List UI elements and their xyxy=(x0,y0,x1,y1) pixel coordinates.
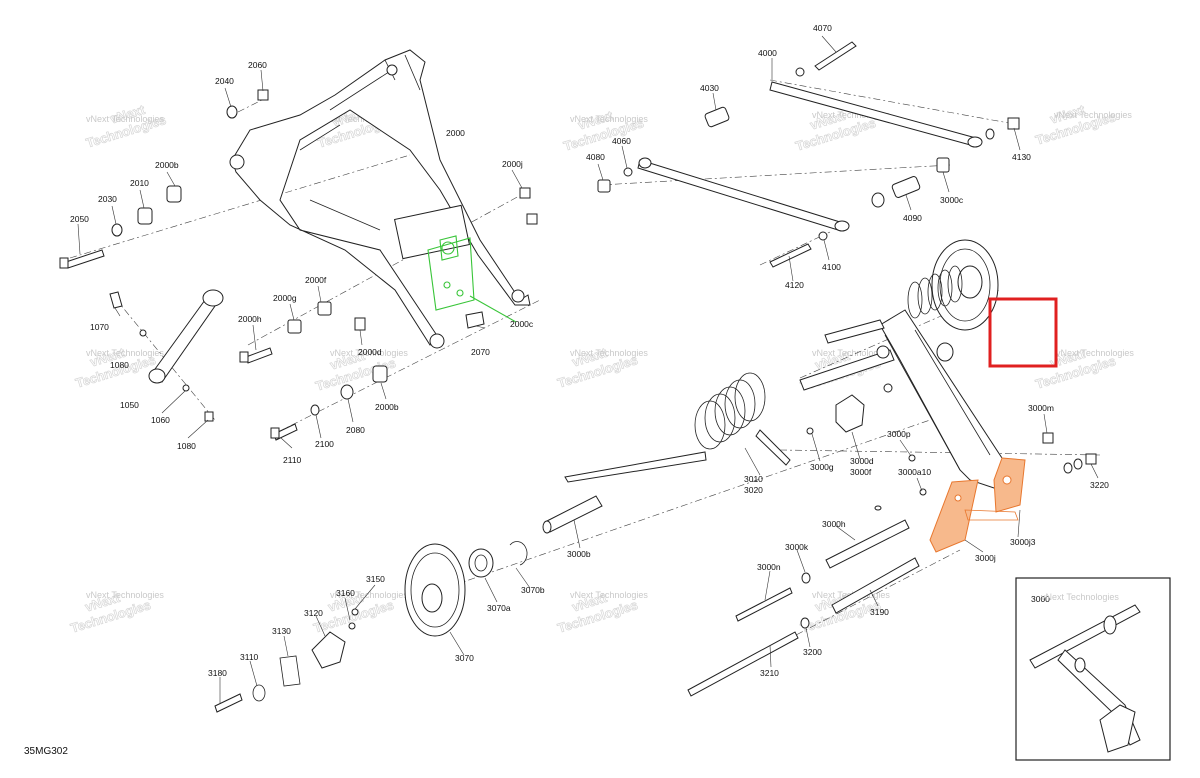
bracket-2000c xyxy=(427,235,517,323)
watermark: vNext Technologies xyxy=(570,590,648,600)
label-3000f: 3000f xyxy=(850,467,872,477)
label-1060: 1060 xyxy=(151,415,170,425)
label-1080: 1080 xyxy=(110,360,129,370)
label-3000p: 3000p xyxy=(887,429,911,439)
label-4060: 4060 xyxy=(612,136,631,146)
label-3000b: 3000b xyxy=(567,549,591,559)
watermark: vNext Technologies xyxy=(570,114,648,124)
label-3000a10: 3000a10 xyxy=(898,467,931,477)
label-3150: 3150 xyxy=(366,574,385,584)
watermarks: vNext Technologies vNext Technologies vN… xyxy=(68,101,1134,636)
label-3220: 3220 xyxy=(1090,480,1109,490)
label-4120: 4120 xyxy=(785,280,804,290)
label-3000j3: 3000j3 xyxy=(1010,537,1036,547)
watermark: vNext Technologies xyxy=(318,114,396,124)
part-labels: 2060 2040 2000 2000b 2010 2030 2050 2000… xyxy=(70,23,1109,678)
lever-assembly-1000 xyxy=(109,289,224,422)
label-3000h: 3000h xyxy=(822,519,846,529)
watermark: vNext Technologies xyxy=(570,348,648,358)
label-3130: 3130 xyxy=(272,626,291,636)
watermark: vNext Technologies xyxy=(812,348,890,358)
watermark: vNext Technologies xyxy=(812,110,890,120)
watermark: vNext Technologies xyxy=(330,590,408,600)
label-3070b: 3070b xyxy=(521,585,545,595)
label-3070a: 3070a xyxy=(487,603,511,613)
label-3190: 3190 xyxy=(870,607,889,617)
highlight-box xyxy=(988,297,1058,368)
watermark: vNext Technologies xyxy=(86,114,164,124)
label-3000k: 3000k xyxy=(785,542,809,552)
label-3000d: 3000d xyxy=(850,456,874,466)
label-2000f: 2000f xyxy=(305,275,327,285)
label-3000: 3000 xyxy=(1031,594,1050,604)
spring-coil xyxy=(907,265,963,319)
diagram-code: 35MG302 xyxy=(24,746,68,757)
label-2010: 2010 xyxy=(130,178,149,188)
inset-overview: 3000 vNext Technologies xyxy=(1015,577,1171,761)
label-2030: 2030 xyxy=(98,194,117,204)
label-2000c: 2000c xyxy=(510,319,534,329)
torsion-spring-3010 xyxy=(564,372,791,483)
leader-lines xyxy=(77,35,1099,703)
watermark: vNext Technologies xyxy=(330,348,408,358)
label-3000g: 3000g xyxy=(810,462,834,472)
watermark: vNext Technologies xyxy=(1041,592,1119,602)
label-2070: 2070 xyxy=(471,347,490,357)
label-4070: 4070 xyxy=(813,23,832,33)
label-1050: 1050 xyxy=(120,400,139,410)
label-4130: 4130 xyxy=(1012,152,1031,162)
label-3020: 3020 xyxy=(744,485,763,495)
label-2100: 2100 xyxy=(315,439,334,449)
label-2000h: 2000h xyxy=(238,314,262,324)
label-3000n: 3000n xyxy=(757,562,781,572)
label-3110: 3110 xyxy=(240,652,259,662)
watermark: vNext Technologies xyxy=(86,348,164,358)
label-2000d: 2000d xyxy=(358,347,382,357)
label-4100: 4100 xyxy=(822,262,841,272)
label-2110: 2110 xyxy=(283,455,302,465)
label-3000c: 3000c xyxy=(940,195,964,205)
label-3010: 3010 xyxy=(744,474,763,484)
label-3120: 3120 xyxy=(304,608,323,618)
label-3160: 3160 xyxy=(336,588,355,598)
label-2000j: 2000j xyxy=(502,159,523,169)
label-3000m: 3000m xyxy=(1028,403,1054,413)
watermark: vNext Technologies xyxy=(86,590,164,600)
label-4090: 4090 xyxy=(903,213,922,223)
label-2000b-lower: 2000b xyxy=(375,402,399,412)
label-3070: 3070 xyxy=(455,653,474,663)
watermark: vNext Technologies xyxy=(1054,110,1132,120)
watermark: vNext Technologies xyxy=(1056,348,1134,358)
label-4080: 4080 xyxy=(586,152,605,162)
rod-assembly-4000 xyxy=(597,41,1021,268)
label-3210: 3210 xyxy=(760,668,779,678)
label-2000b: 2000b xyxy=(155,160,179,170)
label-2040: 2040 xyxy=(215,76,234,86)
label-2000g: 2000g xyxy=(273,293,297,303)
hardware-2000 xyxy=(59,89,538,441)
label-3180: 3180 xyxy=(208,668,227,678)
label-2050: 2050 xyxy=(70,214,89,224)
label-1080-lower: 1080 xyxy=(177,441,196,451)
arm-assembly-3000 xyxy=(214,239,1101,713)
label-1070: 1070 xyxy=(90,322,109,332)
label-2060: 2060 xyxy=(248,60,267,70)
label-2080: 2080 xyxy=(346,425,365,435)
label-3000j: 3000j xyxy=(975,553,996,563)
bracket-3000j xyxy=(929,457,1026,553)
frame-assembly-2000 xyxy=(59,49,541,441)
label-4030: 4030 xyxy=(700,83,719,93)
label-3200: 3200 xyxy=(803,647,822,657)
label-4000: 4000 xyxy=(758,48,777,58)
label-2000: 2000 xyxy=(446,128,465,138)
